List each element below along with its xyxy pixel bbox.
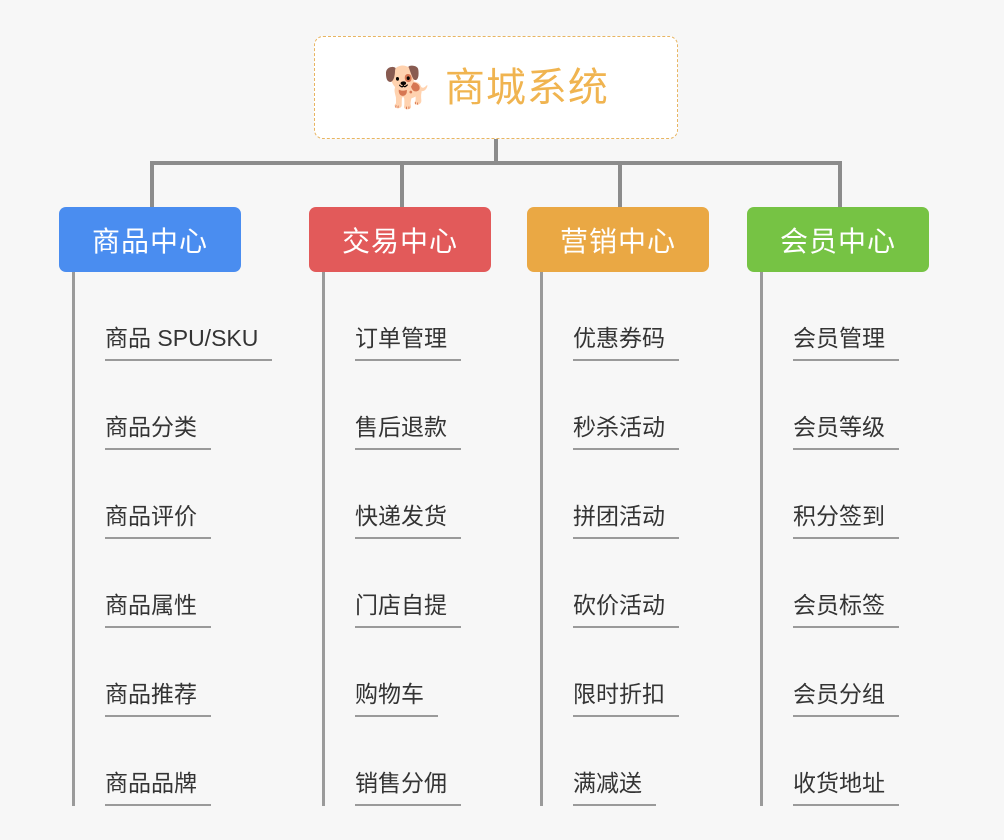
leaf-item-label: 会员等级 [793, 416, 899, 450]
branch-column-3: 营销中心优惠券码秒杀活动拼团活动砍价活动限时折扣满减送 [527, 207, 709, 806]
leaf-item[interactable]: 购物车 [325, 628, 491, 717]
leaf-item-label: 快递发货 [355, 505, 461, 539]
shiba-dog-face-icon: 🐕 [383, 65, 433, 110]
leaf-item[interactable]: 秒杀活动 [543, 361, 709, 450]
leaf-item[interactable]: 收货地址 [763, 717, 929, 806]
leaf-list-2: 订单管理售后退款快递发货门店自提购物车销售分佣 [322, 272, 491, 806]
branch-header-2[interactable]: 交易中心 [309, 207, 491, 272]
connector-drop-4 [838, 161, 842, 207]
branch-header-3[interactable]: 营销中心 [527, 207, 709, 272]
leaf-item[interactable]: 满减送 [543, 717, 709, 806]
leaf-item[interactable]: 商品分类 [75, 361, 272, 450]
leaf-item[interactable]: 会员标签 [763, 539, 929, 628]
leaf-item[interactable]: 会员等级 [763, 361, 929, 450]
connector-drop-3 [618, 161, 622, 207]
connector-drop-1 [150, 161, 154, 207]
leaf-item[interactable]: 拼团活动 [543, 450, 709, 539]
leaf-item[interactable]: 售后退款 [325, 361, 491, 450]
leaf-item[interactable]: 商品 SPU/SKU [75, 272, 273, 361]
leaf-item-label: 会员标签 [793, 594, 899, 628]
leaf-item[interactable]: 快递发货 [325, 450, 491, 539]
leaf-item[interactable]: 商品属性 [75, 539, 272, 628]
leaf-item-label: 商品 SPU/SKU [105, 327, 273, 361]
root-title: 商城系统 [444, 65, 609, 110]
leaf-item-label: 优惠券码 [573, 327, 679, 361]
leaf-item[interactable]: 会员分组 [763, 628, 929, 717]
leaf-item[interactable]: 门店自提 [325, 539, 491, 628]
leaf-item[interactable]: 会员管理 [763, 272, 929, 361]
leaf-list-4: 会员管理会员等级积分签到会员标签会员分组收货地址 [760, 272, 929, 806]
leaf-item-label: 门店自提 [355, 594, 461, 628]
root-node[interactable]: 🐕 商城系统 [314, 36, 678, 139]
leaf-item-label: 砍价活动 [573, 594, 679, 628]
branch-header-1[interactable]: 商品中心 [59, 207, 241, 272]
leaf-item[interactable]: 订单管理 [325, 272, 491, 361]
branch-column-1: 商品中心商品 SPU/SKU 商品分类商品评价商品属性商品推荐商品品牌 [59, 207, 273, 806]
leaf-item-label: 积分签到 [793, 505, 899, 539]
connector-drop-2 [400, 161, 404, 207]
leaf-item-label: 订单管理 [355, 327, 461, 361]
leaf-item-label: 满减送 [573, 772, 656, 806]
leaf-item-label: 商品品牌 [105, 772, 211, 806]
branch-column-2: 交易中心订单管理售后退款快递发货门店自提购物车销售分佣 [309, 207, 491, 806]
leaf-item-label: 售后退款 [355, 416, 461, 450]
leaf-item[interactable]: 商品评价 [75, 450, 272, 539]
leaf-item[interactable]: 商品品牌 [75, 717, 272, 806]
branch-column-4: 会员中心会员管理会员等级积分签到会员标签会员分组收货地址 [747, 207, 929, 806]
leaf-item[interactable]: 销售分佣 [325, 717, 491, 806]
leaf-item-label: 会员分组 [793, 683, 899, 717]
connector-root-stem [494, 139, 498, 164]
leaf-item-label: 会员管理 [793, 327, 899, 361]
leaf-item-label: 拼团活动 [573, 505, 679, 539]
leaf-item[interactable]: 商品推荐 [75, 628, 272, 717]
leaf-item-label: 秒杀活动 [573, 416, 679, 450]
leaf-item[interactable]: 限时折扣 [543, 628, 709, 717]
leaf-item[interactable]: 砍价活动 [543, 539, 709, 628]
leaf-item-label: 收货地址 [793, 772, 899, 806]
leaf-list-1: 商品 SPU/SKU 商品分类商品评价商品属性商品推荐商品品牌 [72, 272, 273, 806]
branch-header-4[interactable]: 会员中心 [747, 207, 929, 272]
leaf-item-label: 商品评价 [105, 505, 211, 539]
leaf-item-label: 商品属性 [105, 594, 211, 628]
leaf-item-label: 商品分类 [105, 416, 211, 450]
leaf-item[interactable]: 积分签到 [763, 450, 929, 539]
leaf-list-3: 优惠券码秒杀活动拼团活动砍价活动限时折扣满减送 [540, 272, 709, 806]
leaf-item-label: 限时折扣 [573, 683, 679, 717]
connector-horizontal-bus [150, 161, 840, 165]
leaf-item-label: 商品推荐 [105, 683, 211, 717]
leaf-item-label: 销售分佣 [355, 772, 461, 806]
leaf-item-label: 购物车 [355, 683, 438, 717]
leaf-item[interactable]: 优惠券码 [543, 272, 709, 361]
